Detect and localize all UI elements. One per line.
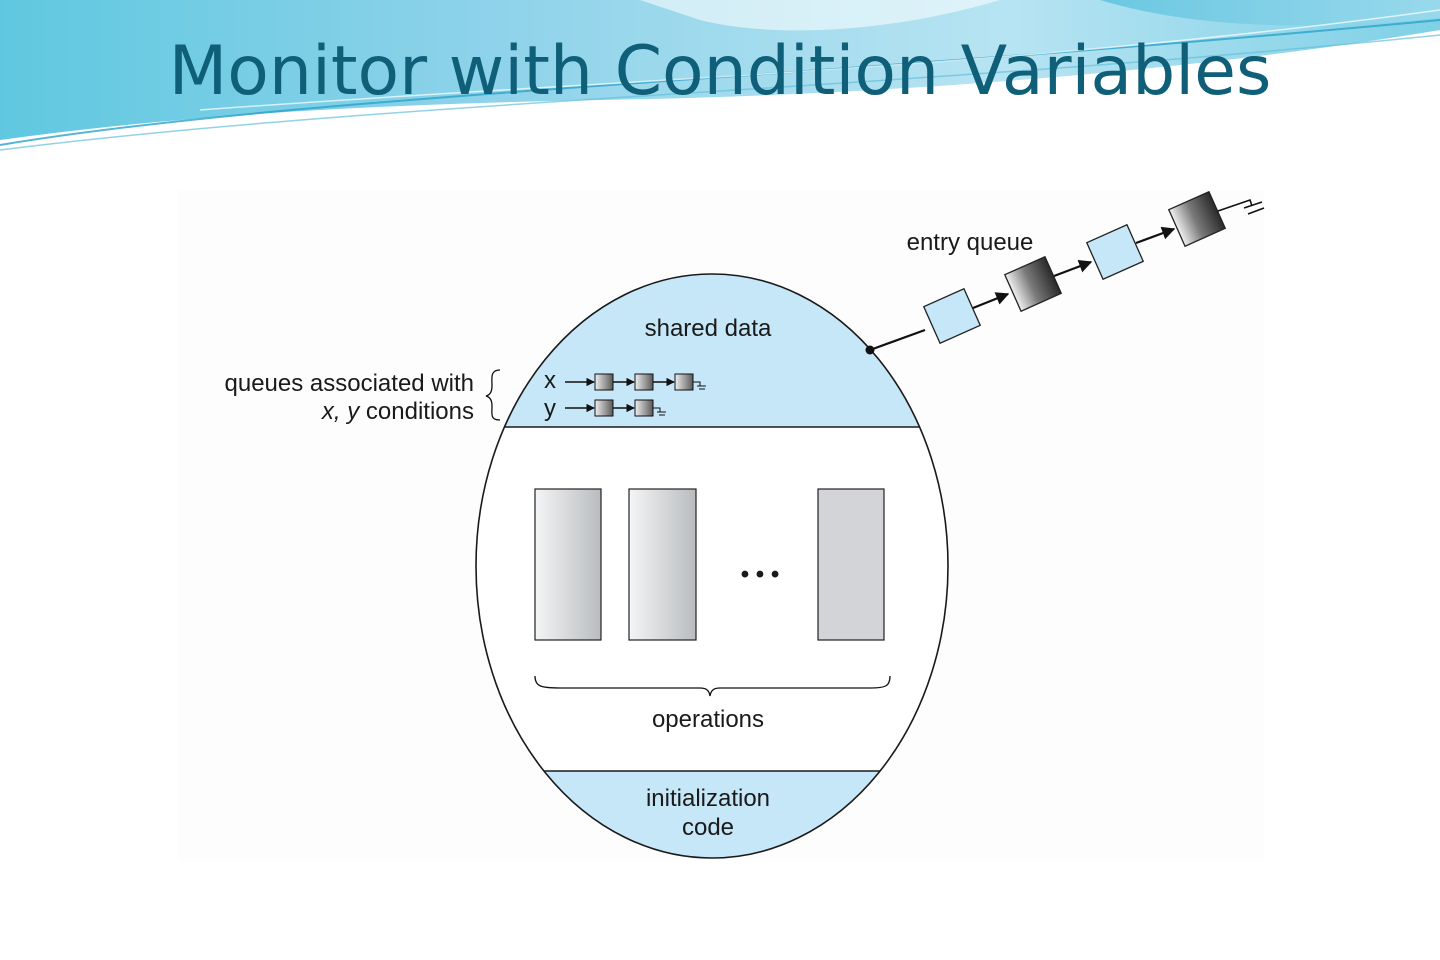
initialization-label-line2: code — [682, 814, 734, 841]
queues-label-conditions: conditions — [359, 398, 474, 425]
queues-label: queues associated with x, y conditions — [225, 369, 501, 425]
entry-queue: entry queue — [865, 190, 1265, 355]
operations-blocks: • • • — [534, 488, 885, 641]
entry-queue-node — [1085, 223, 1145, 281]
shared-data-label: shared data — [645, 315, 772, 342]
queue-y-label: y — [544, 395, 556, 422]
queue-y-node — [594, 399, 614, 417]
queue-x — [565, 373, 706, 391]
entry-queue-node — [1167, 190, 1227, 248]
entry-queue-node — [1003, 255, 1063, 313]
shared-data-section — [476, 274, 948, 427]
entry-queue-node — [922, 287, 982, 345]
queues-label-vars: x, y — [321, 398, 361, 425]
condition-queues: x y — [544, 367, 706, 422]
svg-text:x, y conditions: x, y conditions — [321, 398, 474, 425]
header-swoosh-accent — [1100, 0, 1440, 26]
operations-brace-icon — [534, 675, 891, 697]
queue-y-ground-icon — [653, 407, 666, 416]
curly-brace-icon — [485, 369, 501, 421]
queue-x-node — [594, 373, 614, 391]
queue-x-node — [674, 373, 694, 391]
operation-block — [534, 488, 602, 641]
operation-block — [817, 488, 885, 641]
queue-y — [565, 399, 666, 417]
slide-title: Monitor with Condition Variables — [168, 32, 1272, 111]
entry-queue-label: entry queue — [907, 229, 1034, 256]
queue-x-node — [634, 373, 654, 391]
monitor-outline — [475, 273, 949, 859]
initialization-label-line1: initialization — [646, 785, 770, 812]
queue-y-node — [634, 399, 654, 417]
queue-x-label: x — [544, 367, 556, 394]
operations-ellipsis: • • • — [741, 561, 780, 588]
svg-text:queues associated with: queues associated with — [225, 370, 475, 397]
entry-queue-ground-icon — [1217, 198, 1265, 215]
operations-label: operations — [652, 706, 764, 733]
queue-x-ground-icon — [693, 381, 706, 390]
header-swoosh-highlight — [640, 0, 1000, 31]
operation-block — [628, 488, 697, 641]
